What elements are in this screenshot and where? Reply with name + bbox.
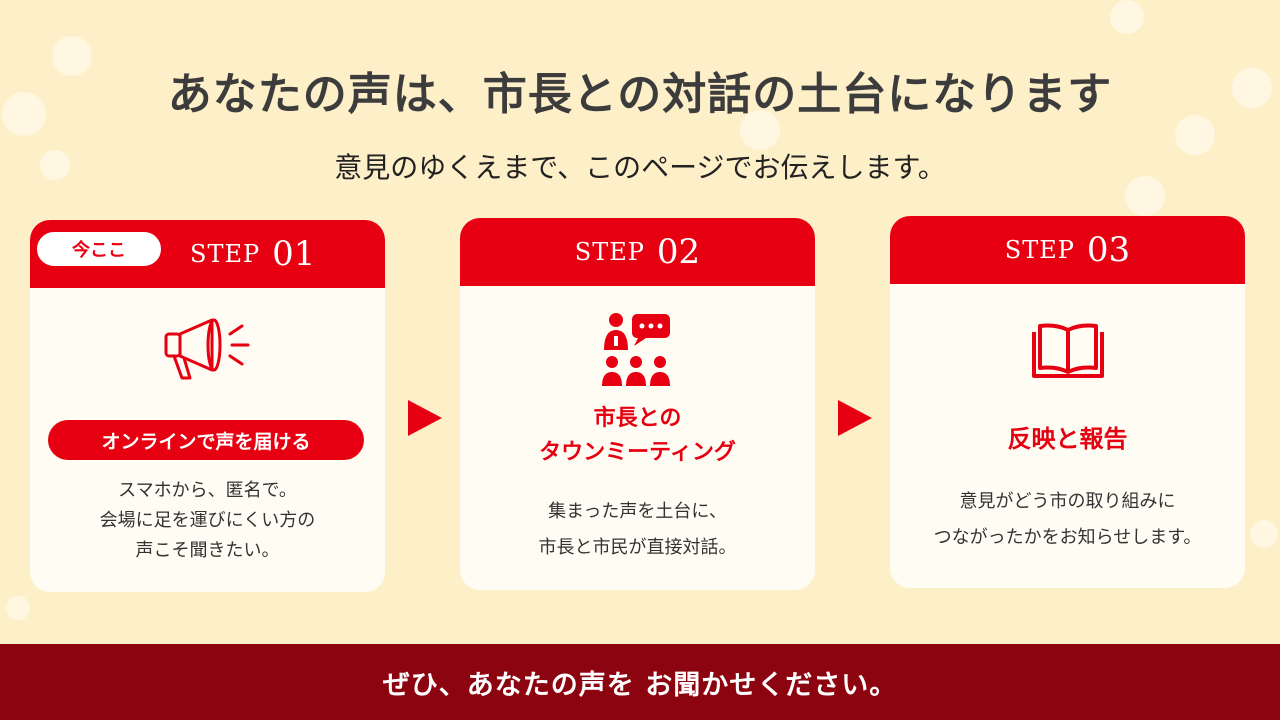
arrow-right-icon xyxy=(838,400,872,436)
footer-message: ぜひ、あなたの声を お聞かせください。 xyxy=(0,644,1280,720)
desc-line: 会場に足を運びにくい方の xyxy=(99,510,316,531)
desc-line: 意見がどう市の取り組みに xyxy=(959,491,1176,512)
step-card-03: STEP 03 反映と報告 意見がどう市の取り組みに つながったかをお知らせしま… xyxy=(890,216,1245,588)
step-heading-01: オンラインで声を届ける xyxy=(48,420,364,460)
step-label: STEP xyxy=(190,240,261,268)
step-description-01: スマホから、匿名で。 会場に足を運びにくい方の 声こそ聞きたい。 xyxy=(30,476,385,566)
step-heading-03: 反映と報告 xyxy=(1007,425,1128,453)
background-dot xyxy=(40,150,70,180)
step-number: 01 xyxy=(272,234,316,274)
current-step-badge: 今ここ xyxy=(34,229,164,269)
desc-line: 声こそ聞きたい。 xyxy=(135,540,280,561)
page-subtitle: 意見のゆくえまで、このページでお伝えします。 xyxy=(334,151,946,184)
step-label: STEP xyxy=(574,238,645,266)
background-dot xyxy=(1232,68,1272,108)
background-dot xyxy=(2,92,46,136)
background-dot xyxy=(52,36,92,76)
background-dot xyxy=(1125,176,1165,216)
step-number: 03 xyxy=(1086,230,1131,270)
desc-line: 市長と市民が直接対話。 xyxy=(538,537,737,558)
open-book-icon xyxy=(890,320,1245,380)
step-heading-02: 市長との タウンミーティング xyxy=(460,402,815,470)
step-header-03: STEP 03 xyxy=(890,216,1245,284)
megaphone-icon xyxy=(30,312,385,384)
background-dot xyxy=(1175,115,1215,155)
heading-line: タウンミーティング xyxy=(539,440,736,465)
step-card-02: STEP 02 市長との xyxy=(460,218,815,590)
desc-line: 集まった声を土台に、 xyxy=(548,501,727,522)
page-title: あなたの声は、市長との対話の土台になります xyxy=(167,69,1113,120)
step-description-02: 集まった声を土台に、 市長と市民が直接対話。 xyxy=(460,494,815,566)
step-number: 02 xyxy=(656,232,701,272)
step-card-01: STEP 01 オンラインで声を届ける スマホから、匿名で。 会場に足を運びにく… xyxy=(30,220,385,592)
step-header-02: STEP 02 xyxy=(460,218,815,286)
step-label: STEP xyxy=(1004,236,1075,264)
town-meeting-icon xyxy=(460,312,815,386)
step-description-03: 意見がどう市の取り組みに つながったかをお知らせします。 xyxy=(890,484,1245,556)
desc-line: スマホから、匿名で。 xyxy=(118,480,297,501)
arrow-right-icon xyxy=(408,400,442,436)
background-dot xyxy=(6,596,30,620)
background-dot xyxy=(1250,520,1278,548)
heading-line: 市長との xyxy=(593,406,682,431)
background-dot xyxy=(1110,0,1144,34)
desc-line: つながったかをお知らせします。 xyxy=(933,527,1202,548)
background-dot xyxy=(740,110,780,150)
